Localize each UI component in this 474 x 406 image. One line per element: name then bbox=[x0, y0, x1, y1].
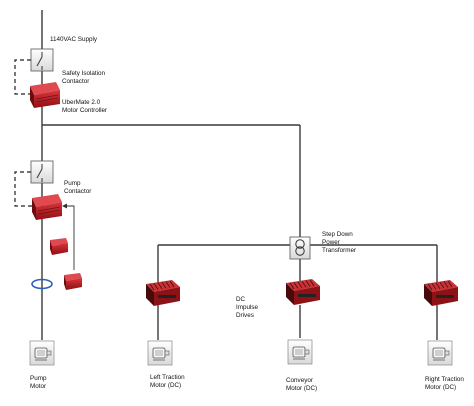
pump-contactor-symbol bbox=[30, 160, 54, 184]
safety-contactor-label-line2: Contactor bbox=[62, 78, 90, 85]
transformer-label-line2: Power bbox=[322, 239, 340, 246]
dc-drive-left-traction bbox=[146, 280, 180, 306]
right-traction-motor-symbol bbox=[427, 340, 453, 366]
left-traction-motor-symbol bbox=[147, 340, 173, 366]
safety-control-dashed-line bbox=[14, 59, 33, 95]
transformer-label-line3: Transformer bbox=[322, 247, 357, 254]
pump-motor-label-line1: Pump bbox=[30, 375, 47, 382]
conveyor-label-line1: Conveyor bbox=[286, 377, 313, 384]
safety-isolation-contactor-symbol bbox=[30, 48, 54, 72]
right-traction-label-line2: Motor (DC) bbox=[425, 384, 457, 391]
drives-label-line2: Impulse bbox=[236, 304, 259, 311]
current-sensor-ring bbox=[31, 278, 53, 290]
left-traction-label-line1: Left Traction bbox=[150, 374, 185, 381]
step-down-transformer-symbol bbox=[289, 236, 311, 260]
transformer-label-line1: Step Down bbox=[322, 231, 353, 238]
feedback-signal-line bbox=[64, 205, 75, 270]
left-traction-label-line2: Motor (DC) bbox=[150, 382, 182, 389]
safety-contactor-label-line1: Safety Isolation bbox=[62, 70, 106, 77]
pump-contactor-label-line2: Contactor bbox=[64, 188, 92, 195]
sensor-module-lower bbox=[64, 273, 82, 290]
controller-label-line1: UberMate 2.0 bbox=[62, 99, 101, 106]
pump-motor-symbol bbox=[29, 340, 55, 366]
ubermate-controller-unit bbox=[30, 82, 60, 108]
right-traction-label-line1: Right Traction bbox=[425, 376, 464, 383]
dc-drive-right-traction bbox=[424, 280, 458, 306]
controller-label-line2: Motor Controller bbox=[62, 107, 108, 114]
drives-label-line1: DC bbox=[236, 296, 246, 303]
pump-contactor-label-line1: Pump bbox=[64, 180, 81, 187]
pump-motor-label-line2: Motor bbox=[30, 383, 47, 390]
drives-label-line3: Drives bbox=[236, 312, 254, 319]
pump-controller-unit bbox=[32, 194, 62, 220]
supply-label: 1140VAC Supply bbox=[50, 36, 98, 43]
conveyor-motor-symbol bbox=[287, 339, 313, 365]
dc-drive-conveyor bbox=[286, 279, 320, 305]
conveyor-label-line2: Motor (DC) bbox=[286, 385, 318, 392]
pump-control-dashed-line bbox=[14, 171, 33, 207]
feedback-arrow-head bbox=[62, 203, 67, 209]
sensor-module-upper bbox=[50, 238, 68, 255]
